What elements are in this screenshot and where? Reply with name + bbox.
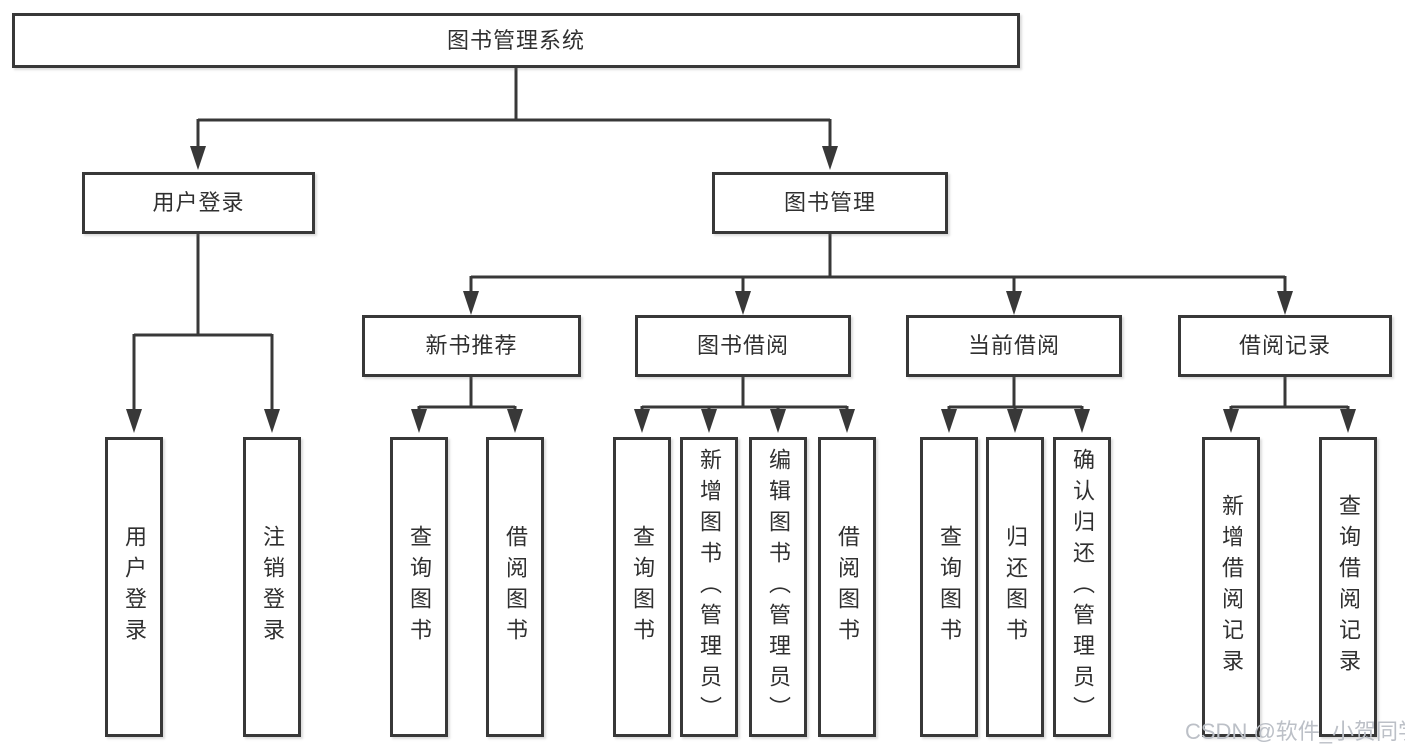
- leaf-query-books: 查询图书: [920, 437, 978, 737]
- node-current-borrow: 当前借阅: [906, 315, 1122, 377]
- leaf-borrow-books: 借阅图书: [486, 437, 544, 737]
- node-new-book-recommend: 新书推荐: [362, 315, 581, 377]
- leaf-query-books: 查询图书: [390, 437, 448, 737]
- arrowheads: [126, 146, 1356, 433]
- node-user-login: 用户登录: [82, 172, 315, 234]
- leaf-add-book-admin: 新增图书（管理员）: [680, 437, 738, 737]
- watermark: CSDN @软件_小贺同学: [1185, 719, 1405, 744]
- node-borrow-records: 借阅记录: [1178, 315, 1392, 377]
- leaf-logout: 注销登录: [243, 437, 301, 737]
- leaf-query-books: 查询图书: [613, 437, 671, 737]
- node-book-management: 图书管理: [712, 172, 948, 234]
- leaf-edit-book-admin: 编辑图书（管理员）: [749, 437, 807, 737]
- leaf-borrow-books: 借阅图书: [818, 437, 876, 737]
- leaf-query-borrow-record: 查询借阅记录: [1319, 437, 1377, 737]
- leaf-add-borrow-record: 新增借阅记录: [1202, 437, 1260, 737]
- leaf-user-login: 用户登录: [105, 437, 163, 737]
- leaf-confirm-return-admin: 确认归还（管理员）: [1053, 437, 1111, 737]
- leaf-return-book: 归还图书: [986, 437, 1044, 737]
- node-root: 图书管理系统: [12, 13, 1020, 68]
- node-book-borrow: 图书借阅: [635, 315, 851, 377]
